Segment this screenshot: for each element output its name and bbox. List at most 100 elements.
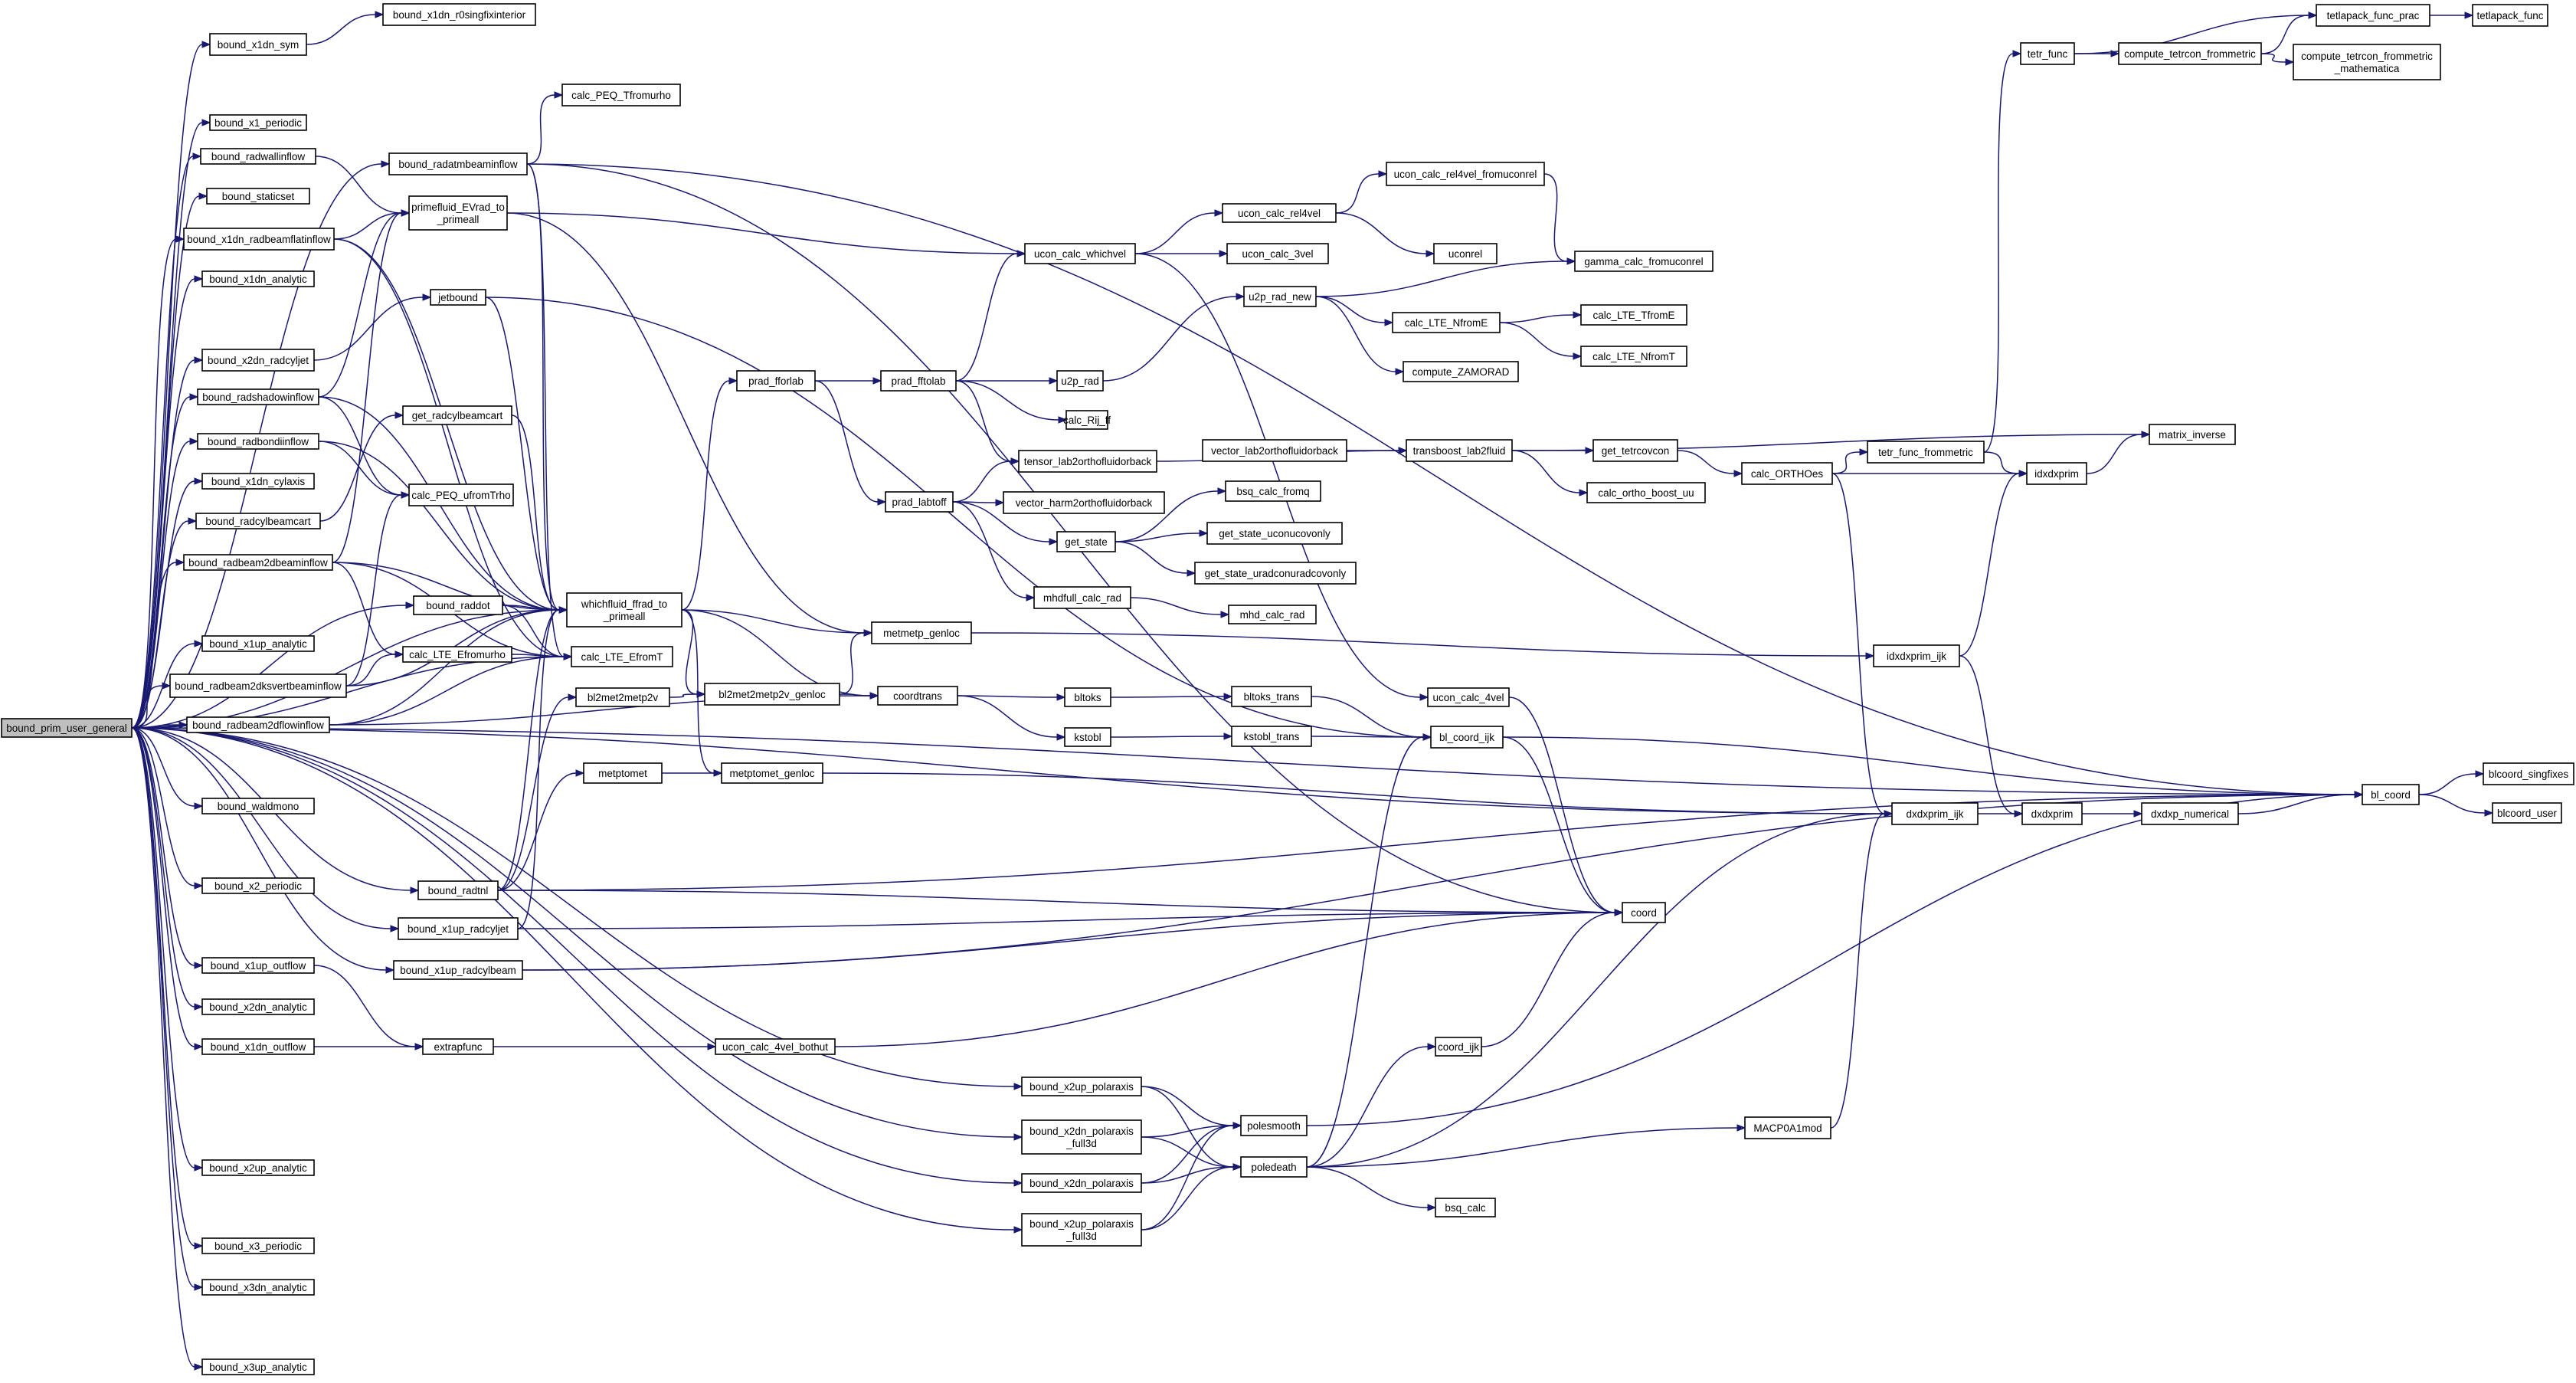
function-node-radbeam2dksvert[interactable]: bound_radbeam2dksvertbeaminflow	[169, 673, 347, 698]
function-node-get-radcylbeamcart[interactable]: get_radcylbeamcart	[402, 405, 512, 425]
function-node-x2dn-radcyljet[interactable]: bound_x2dn_radcyljet	[201, 349, 315, 372]
function-node-calc-peq-ufromtrho[interactable]: calc_PEQ_ufromTrho	[408, 483, 514, 506]
function-node-x1dn-sym[interactable]: bound_x1dn_sym	[209, 33, 307, 56]
function-node-calc-rij-ff[interactable]: calc_Rij_ff	[1063, 410, 1111, 430]
function-node-coord-ijk[interactable]: coord_ijk	[1435, 1037, 1482, 1057]
function-node-x1dn-radbeamflat[interactable]: bound_x1dn_radbeamflatinflow	[183, 228, 335, 251]
function-node-vector-lab2orthofluidorback[interactable]: vector_lab2orthofluidorback	[1202, 439, 1347, 462]
function-node-bl-coord[interactable]: bl_coord	[2362, 784, 2420, 805]
function-node-prad-fforlab[interactable]: prad_fforlab	[736, 370, 816, 392]
function-node-waldmono[interactable]: bound_waldmono	[201, 798, 315, 814]
function-node-radbeam2dbeaminflow[interactable]: bound_radbeam2dbeaminflow	[183, 554, 333, 571]
function-node-calc-lte-efromurho[interactable]: calc_LTE_Efromurho	[402, 646, 512, 663]
function-node-x2dn-polaraxis-full3d[interactable]: bound_x2dn_polaraxis_full3d	[1021, 1119, 1142, 1155]
function-node-radcylbeamcart[interactable]: bound_radcylbeamcart	[195, 513, 321, 529]
function-node-coord[interactable]: coord	[1622, 902, 1666, 923]
function-node-bsq-calc-fromq[interactable]: bsq_calc_fromq	[1225, 480, 1321, 502]
function-node-x1up-outflow[interactable]: bound_x1up_outflow	[201, 957, 315, 974]
function-node-calc-orthoes[interactable]: calc_ORTHOes	[1741, 462, 1833, 485]
function-node-compute-zamorad[interactable]: compute_ZAMORAD	[1403, 361, 1519, 382]
function-node-u2p-rad[interactable]: u2p_rad	[1056, 370, 1104, 392]
function-node-x1dn-analytic[interactable]: bound_x1dn_analytic	[201, 270, 315, 287]
function-node-ucon-calc-rel4vel-fromuconrel[interactable]: ucon_calc_rel4vel_fromuconrel	[1386, 162, 1545, 186]
function-node-root[interactable]: bound_prim_user_general	[1, 718, 133, 738]
function-node-x2up-analytic[interactable]: bound_x2up_analytic	[201, 1159, 315, 1176]
function-node-tetr-func[interactable]: tetr_func	[2020, 42, 2075, 65]
function-node-ucon-calc-4vel[interactable]: ucon_calc_4vel	[1427, 687, 1510, 707]
function-node-tensor-lab2orthofluidorback[interactable]: tensor_lab2orthofluidorback	[1018, 450, 1157, 473]
function-node-coordtrans[interactable]: coordtrans	[877, 686, 958, 706]
function-node-vector-harm2orthofluidorback[interactable]: vector_harm2orthofluidorback	[1003, 491, 1165, 514]
function-node-extrapfunc[interactable]: extrapfunc	[422, 1038, 494, 1055]
function-node-bound-raddot[interactable]: bound_raddot	[413, 595, 503, 615]
function-node-calc-peq-tfromurho[interactable]: calc_PEQ_Tfromurho	[561, 84, 681, 107]
function-node-radwallinflow[interactable]: bound_radwallinflow	[200, 148, 316, 165]
function-node-primefluid[interactable]: primefluid_EVrad_to_primeall	[408, 195, 508, 231]
function-node-transboost-lab2fluid[interactable]: transboost_lab2fluid	[1406, 439, 1513, 462]
function-node-bltoks-trans[interactable]: bltoks_trans	[1231, 686, 1312, 707]
function-node-ucon-calc-rel4vel[interactable]: ucon_calc_rel4vel	[1222, 203, 1337, 223]
function-node-jetbound[interactable]: jetbound	[430, 289, 486, 306]
function-node-gamma-calc-fromuconrel[interactable]: gamma_calc_fromuconrel	[1574, 251, 1714, 272]
function-node-x1up-radcyljet[interactable]: bound_x1up_radcyljet	[398, 917, 519, 940]
function-node-kstobl[interactable]: kstobl	[1064, 727, 1111, 747]
function-node-x1dn-r0sing[interactable]: bound_x1dn_r0singfixinterior	[382, 3, 536, 26]
function-node-bound-radtnl[interactable]: bound_radtnl	[417, 880, 499, 900]
function-node-metmetp-genloc[interactable]: metmetp_genloc	[871, 621, 972, 644]
function-node-radshadowinflow[interactable]: bound_radshadowinflow	[197, 388, 319, 405]
function-node-mhdfull-calc-rad[interactable]: mhdfull_calc_rad	[1033, 586, 1131, 609]
function-node-x1dn-outflow[interactable]: bound_x1dn_outflow	[201, 1038, 315, 1055]
function-node-prad-fftolab[interactable]: prad_fftolab	[880, 370, 957, 392]
function-node-x1-periodic[interactable]: bound_x1_periodic	[209, 114, 307, 131]
function-node-compute-tetrcon-frommetric[interactable]: compute_tetrcon_frommetric	[2118, 42, 2262, 65]
function-node-staticset[interactable]: bound_staticset	[206, 188, 310, 205]
function-node-poledeath[interactable]: poledeath	[1240, 1156, 1308, 1178]
function-node-polesmooth[interactable]: polesmooth	[1240, 1115, 1308, 1136]
function-node-x1up-radcylbeam[interactable]: bound_x1up_radcylbeam	[393, 960, 523, 980]
function-node-whichfluid[interactable]: whichfluid_ffrad_to_primeall	[566, 592, 682, 628]
function-node-tetr-func-frommetric[interactable]: tetr_func_frommetric	[1867, 441, 1985, 464]
function-node-u2p-rad-new[interactable]: u2p_rad_new	[1243, 286, 1317, 307]
function-node-bl2met2metp2v[interactable]: bl2met2metp2v	[575, 687, 670, 707]
function-node-mhd-calc-rad[interactable]: mhd_calc_rad	[1228, 605, 1317, 624]
function-node-x1up-analytic[interactable]: bound_x1up_analytic	[201, 635, 315, 652]
function-node-uconrel[interactable]: uconrel	[1433, 243, 1497, 264]
function-node-ucon-calc-whichvel[interactable]: ucon_calc_whichvel	[1024, 243, 1136, 264]
function-node-calc-lte-nfrome[interactable]: calc_LTE_NfromE	[1392, 312, 1501, 333]
function-node-ucon-calc-3vel[interactable]: ucon_calc_3vel	[1226, 243, 1329, 264]
function-node-metptomet-genloc[interactable]: metptomet_genloc	[721, 762, 823, 784]
function-node-idxdxprim[interactable]: idxdxprim	[2026, 462, 2087, 485]
function-node-radbondiinflow[interactable]: bound_radbondiinflow	[197, 433, 319, 450]
function-node-x2up-polaraxis[interactable]: bound_x2up_polaraxis	[1021, 1077, 1142, 1096]
function-node-macp0a1mod[interactable]: MACP0A1mod	[1744, 1116, 1831, 1139]
function-node-metptomet[interactable]: metptomet	[583, 762, 663, 784]
function-node-get-state-uconucovonly[interactable]: get_state_uconucovonly	[1206, 522, 1343, 545]
function-node-bsq-calc[interactable]: bsq_calc	[1435, 1198, 1496, 1217]
function-node-calc-lte-nfromt[interactable]: calc_LTE_NfromT	[1580, 346, 1687, 367]
function-node-calc-ortho-boost-uu[interactable]: calc_ortho_boost_uu	[1586, 482, 1706, 503]
function-node-x2-periodic[interactable]: bound_x2_periodic	[201, 877, 315, 894]
function-node-bltoks[interactable]: bltoks	[1064, 687, 1111, 707]
function-node-prad-labtoff[interactable]: prad_labtoff	[885, 491, 954, 513]
function-node-matrix-inverse[interactable]: matrix_inverse	[2149, 424, 2236, 445]
function-node-tetlapack-func[interactable]: tetlapack_func	[2472, 4, 2548, 27]
function-node-calc-lte-tfrome[interactable]: calc_LTE_TfromE	[1580, 304, 1687, 326]
function-node-calc-lte-efromt[interactable]: calc_LTE_EfromT	[571, 646, 673, 667]
function-node-dxdxprim[interactable]: dxdxprim	[2021, 802, 2083, 825]
function-node-x2up-polaraxis-full3d[interactable]: bound_x2up_polaraxis_full3d	[1021, 1213, 1142, 1247]
function-node-get-tetrcovcon[interactable]: get_tetrcovcon	[1592, 439, 1678, 462]
function-node-x3-periodic[interactable]: bound_x3_periodic	[201, 1237, 315, 1254]
function-node-radatmbeaminflow[interactable]: bound_radatmbeaminflow	[388, 152, 528, 175]
function-node-x3dn-analytic[interactable]: bound_x3dn_analytic	[201, 1279, 315, 1296]
function-node-x2dn-analytic[interactable]: bound_x2dn_analytic	[201, 998, 315, 1015]
function-node-x1dn-cylaxis[interactable]: bound_x1dn_cylaxis	[201, 473, 315, 490]
function-node-bl2met2metp2v-genloc[interactable]: bl2met2metp2v_genloc	[704, 683, 840, 706]
function-node-idxdxprim-ijk[interactable]: idxdxprim_ijk	[1873, 644, 1960, 667]
function-node-x3up-analytic[interactable]: bound_x3up_analytic	[201, 1358, 315, 1375]
function-node-tetlapack-func-prac[interactable]: tetlapack_func_prac	[2316, 4, 2430, 27]
function-node-blcoord-singfixes[interactable]: blcoord_singfixes	[2483, 762, 2574, 785]
function-node-ucon-calc-4vel-bothut[interactable]: ucon_calc_4vel_bothut	[715, 1038, 836, 1055]
function-node-dxdxprim-ijk[interactable]: dxdxprim_ijk	[1891, 802, 1979, 825]
function-node-radbeam2dflowinflow[interactable]: bound_radbeam2dflowinflow	[186, 716, 330, 733]
function-node-bl-coord-ijk[interactable]: bl_coord_ijk	[1430, 726, 1504, 749]
